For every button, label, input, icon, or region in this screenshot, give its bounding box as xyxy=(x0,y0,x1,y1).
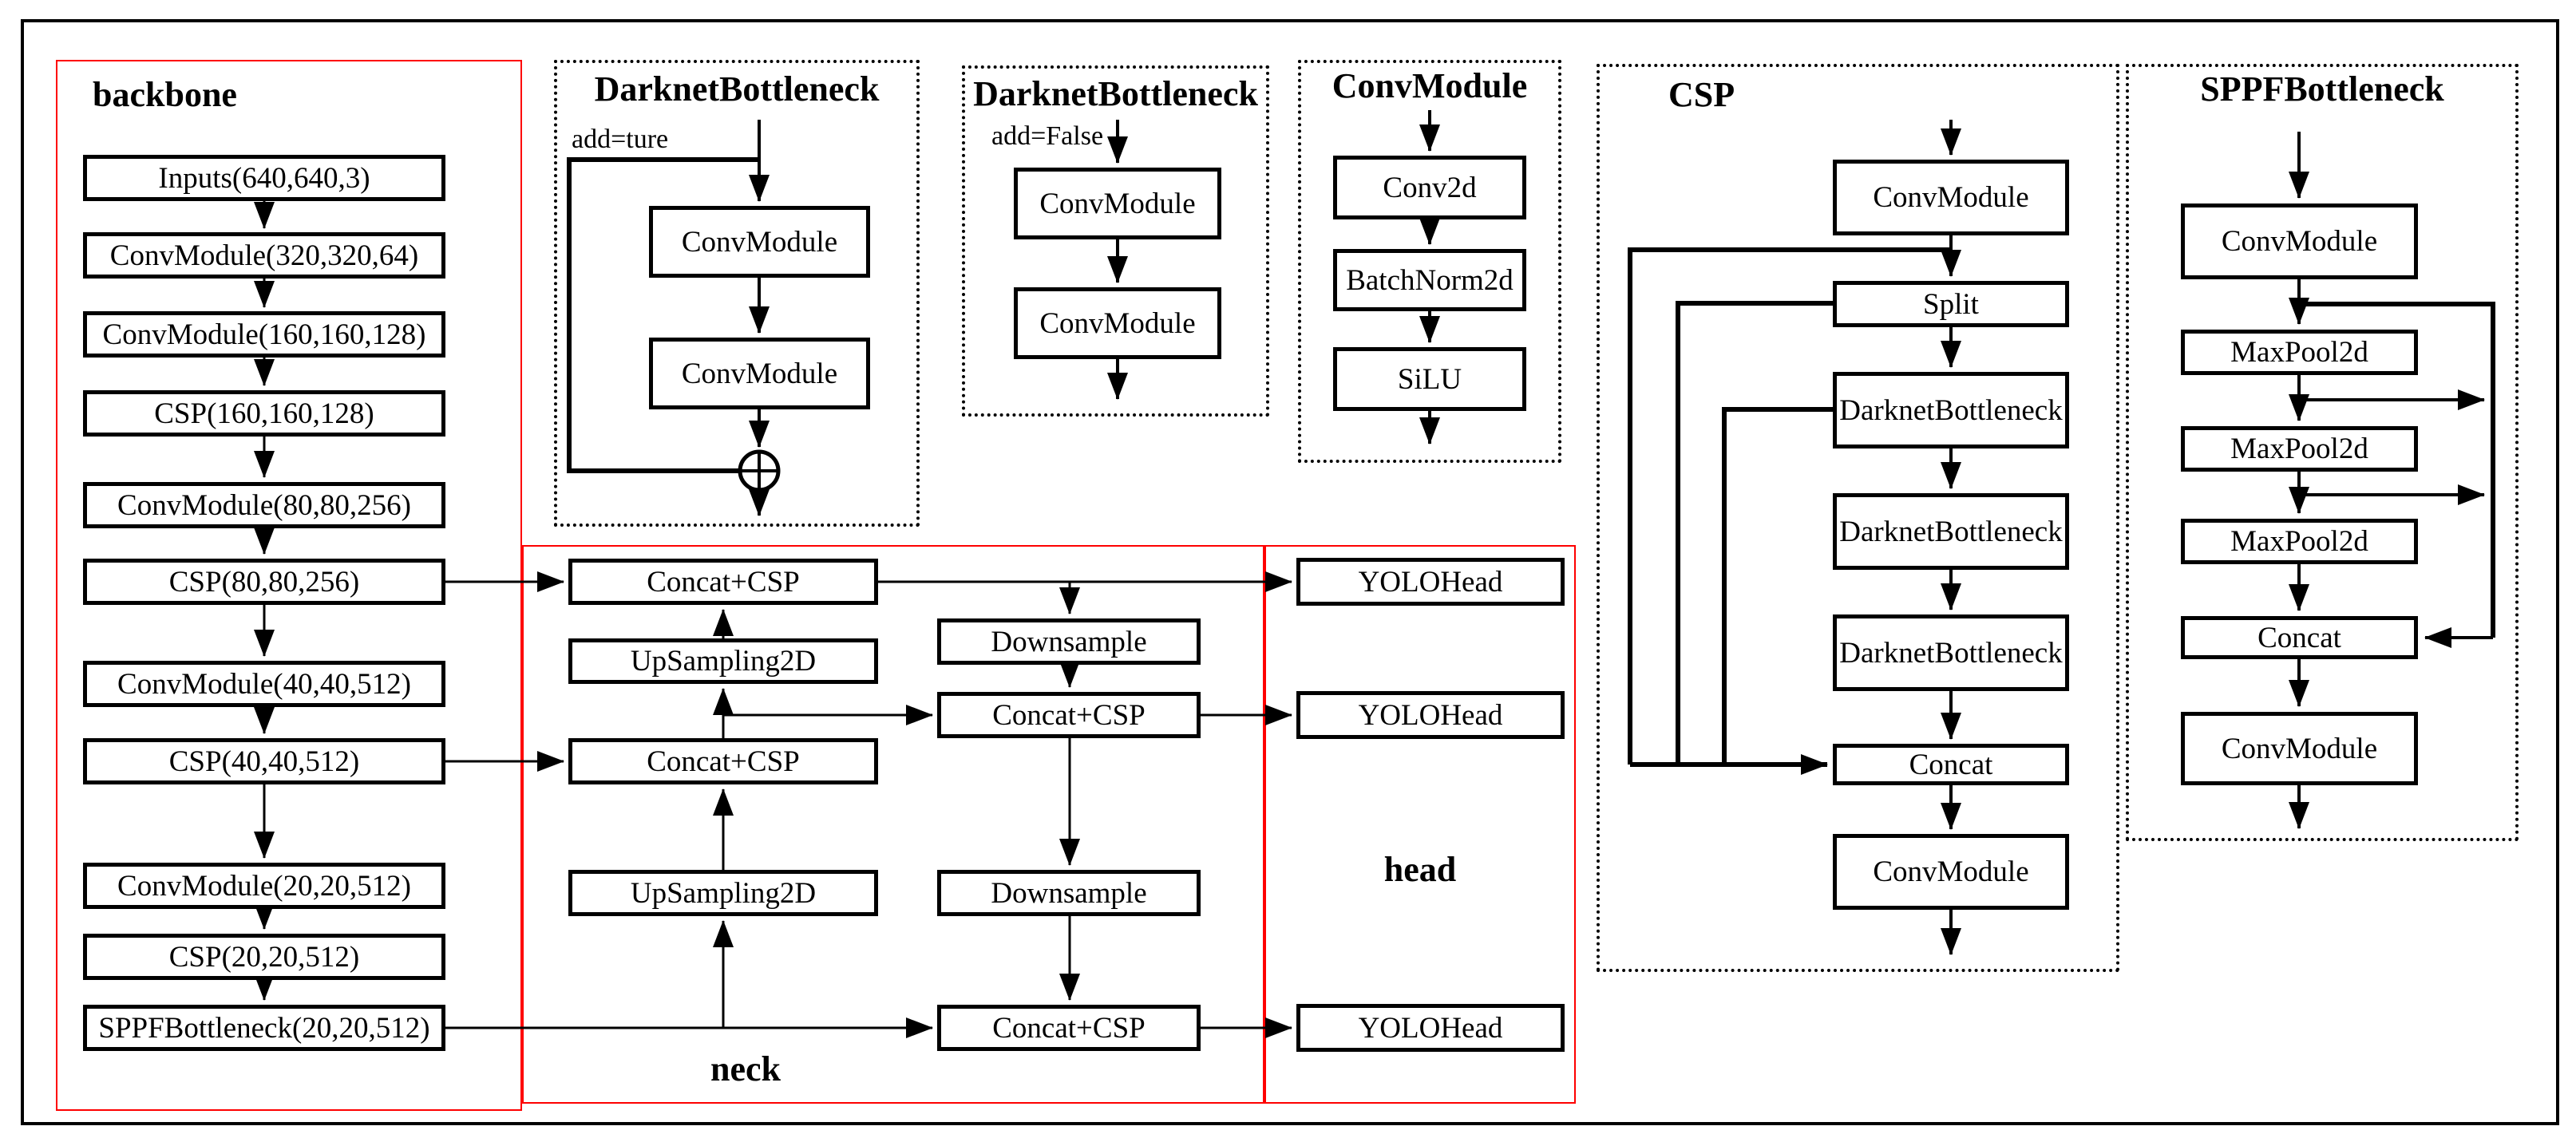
node-backbone-sppfbottleneck: SPPFBottleneck(20,20,512) xyxy=(83,1005,445,1051)
db-true-skip-connection xyxy=(567,157,759,473)
node-backbone-csp-2: CSP(80,80,256) xyxy=(83,559,445,605)
node-sppf-convmodule-2: ConvModule xyxy=(2181,712,2418,785)
neck-flow-arrows xyxy=(445,571,1292,1038)
node-csp-split: Split xyxy=(1833,281,2069,327)
node-backbone-convmodule-2: ConvModule(160,160,128) xyxy=(83,311,445,358)
node-csp-darknetbottleneck-3: DarknetBottleneck xyxy=(1833,614,2069,691)
darknet-bottleneck-false-title: DarknetBottleneck xyxy=(973,74,1258,113)
node-backbone-convmodule-4: ConvModule(40,40,512) xyxy=(83,661,445,707)
node-backbone-inputs: Inputs(640,640,3) xyxy=(83,155,445,201)
node-backbone-csp-1: CSP(160,160,128) xyxy=(83,390,445,437)
node-sppf-maxpool2d-3: MaxPool2d xyxy=(2181,519,2418,564)
node-sppf-concat: Concat xyxy=(2181,616,2418,659)
node-backbone-csp-3: CSP(40,40,512) xyxy=(83,738,445,784)
node-csp-darknetbottleneck-1: DarknetBottleneck xyxy=(1833,372,2069,448)
darknet-bottleneck-true-region xyxy=(554,60,920,527)
node-csp-convmodule-2: ConvModule xyxy=(1833,834,2069,910)
node-sppf-convmodule-1: ConvModule xyxy=(2181,203,2418,279)
node-convmodule-silu: SiLU xyxy=(1333,347,1526,411)
node-db-true-convmodule-1: ConvModule xyxy=(649,206,870,278)
node-backbone-csp-4: CSP(20,20,512) xyxy=(83,934,445,980)
node-db-false-convmodule-2: ConvModule xyxy=(1014,287,1221,359)
node-db-true-convmodule-2: ConvModule xyxy=(649,338,870,409)
sppf-title: SPPFBottleneck xyxy=(2200,69,2444,109)
node-backbone-convmodule-1: ConvModule(320,320,64) xyxy=(83,232,445,279)
node-neck-concat-csp-1: Concat+CSP xyxy=(568,559,878,605)
add-true-label: add=ture xyxy=(572,124,669,154)
darknet-bottleneck-true-title: DarknetBottleneck xyxy=(594,69,880,109)
node-neck-upsampling2d-1: UpSampling2D xyxy=(568,638,878,684)
node-head-yolohead-3: YOLOHead xyxy=(1296,1004,1565,1052)
conv-module-title: ConvModule xyxy=(1332,66,1528,105)
sppf-region xyxy=(2126,64,2519,841)
node-sppf-maxpool2d-1: MaxPool2d xyxy=(2181,330,2418,375)
node-neck-upsampling2d-2: UpSampling2D xyxy=(568,870,878,916)
sppf-collector-routing xyxy=(2299,302,2495,648)
neck-region xyxy=(522,545,1264,1104)
node-convmodule-conv2d: Conv2d xyxy=(1333,156,1526,219)
node-csp-convmodule-1: ConvModule xyxy=(1833,160,2069,235)
node-neck-downsample-2: Downsample xyxy=(937,870,1201,916)
head-region xyxy=(1264,545,1576,1104)
csp-title: CSP xyxy=(1668,75,1735,114)
backbone-title: backbone xyxy=(93,75,237,114)
node-head-yolohead-1: YOLOHead xyxy=(1296,558,1565,606)
neck-title: neck xyxy=(710,1049,781,1089)
node-csp-darknetbottleneck-2: DarknetBottleneck xyxy=(1833,493,2069,570)
node-head-yolohead-2: YOLOHead xyxy=(1296,691,1565,739)
node-csp-concat: Concat xyxy=(1833,744,2069,785)
node-backbone-convmodule-3: ConvModule(80,80,256) xyxy=(83,482,445,528)
node-neck-concat-csp-2: Concat+CSP xyxy=(568,738,878,784)
node-backbone-convmodule-5: ConvModule(20,20,512) xyxy=(83,863,445,909)
darknet-bottleneck-false-region xyxy=(962,65,1269,417)
figure-border xyxy=(21,19,2559,1125)
add-operator-icon xyxy=(738,449,781,492)
node-db-false-convmodule-1: ConvModule xyxy=(1014,168,1221,239)
node-sppf-maxpool2d-2: MaxPool2d xyxy=(2181,426,2418,472)
add-false-label: add=False xyxy=(991,121,1104,151)
head-title: head xyxy=(1383,850,1457,889)
conv-module-region xyxy=(1298,60,1561,463)
node-neck-concat-csp-4: Concat+CSP xyxy=(937,1005,1201,1051)
node-convmodule-batchnorm2d: BatchNorm2d xyxy=(1333,249,1526,311)
backbone-region xyxy=(56,60,522,1111)
node-neck-downsample-1: Downsample xyxy=(937,618,1201,665)
node-neck-concat-csp-3: Concat+CSP xyxy=(937,692,1201,738)
csp-split-routing xyxy=(1628,247,1951,775)
csp-region xyxy=(1597,64,2119,972)
